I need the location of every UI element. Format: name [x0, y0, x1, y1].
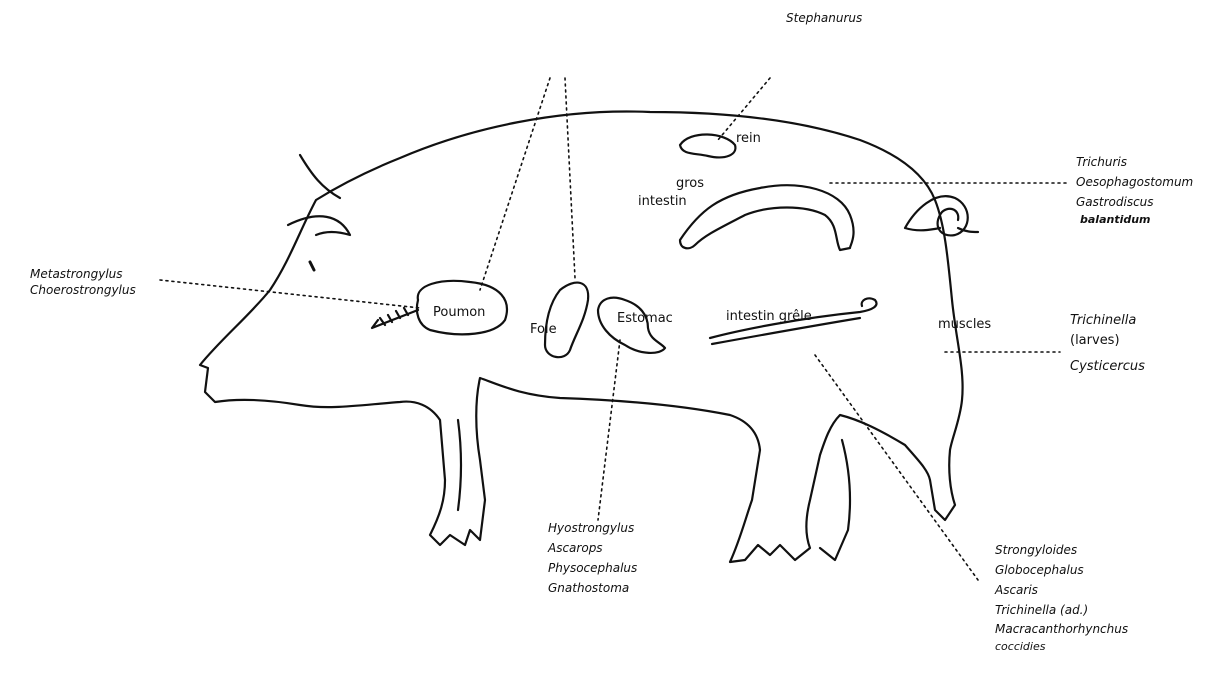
- organ-label-rein: rein: [736, 132, 761, 145]
- parasite-label: Oesophagostomum: [1076, 176, 1193, 188]
- ear-back: [300, 155, 340, 198]
- front-leg-line: [458, 420, 461, 510]
- parasite-label: Trichinella (ad.): [995, 604, 1088, 616]
- parasite-label: Gnathostoma: [548, 582, 629, 594]
- organ-label-intestin-grele: intestin grêle: [726, 310, 812, 323]
- parasite-label: coccidies: [995, 641, 1045, 652]
- leader-small-intestine: [815, 355, 978, 580]
- leader-liver-top: [565, 78, 575, 278]
- pig-eye: [310, 262, 314, 270]
- kidney-shape: [680, 134, 735, 157]
- leader-metastrongylus: [160, 280, 420, 308]
- hind-leg-line: [820, 440, 850, 560]
- parasite-label: Metastrongylus: [30, 268, 123, 280]
- liver-shape: [545, 283, 588, 358]
- organ-label-poumon: Poumon: [433, 306, 485, 319]
- ear-front: [288, 216, 350, 235]
- parasite-label: (larves): [1070, 334, 1120, 347]
- parasite-label: Ascarops: [548, 542, 603, 554]
- parasite-label: Physocephalus: [548, 562, 637, 574]
- leader-stomach: [598, 340, 620, 520]
- parasite-label: Choerostrongylus: [30, 284, 136, 296]
- parasite-label: Gastrodiscus: [1076, 196, 1154, 208]
- leader-lung-top: [480, 78, 550, 290]
- parasite-label: Strongyloides: [995, 544, 1077, 556]
- parasite-label: balantidum: [1080, 214, 1151, 225]
- organ-label-estomac: Estomac: [617, 312, 673, 325]
- parasite-label: Ascaris: [995, 584, 1038, 596]
- pig-tail: [905, 196, 978, 235]
- organ-label-gros: gros: [676, 177, 704, 190]
- leader-lines: [160, 78, 1068, 580]
- parasite-label: Trichuris: [1076, 156, 1127, 168]
- organ-label-intestin: intestin: [638, 195, 687, 208]
- organ-label-foie: Foie: [530, 323, 557, 336]
- parasite-label: Hyostrongylus: [548, 522, 634, 534]
- pig-body-outline: [200, 111, 963, 562]
- trachea: [372, 308, 418, 328]
- parasite-label: Globocephalus: [995, 564, 1084, 576]
- large-intestine-shape: [680, 185, 854, 250]
- organ-label-muscles: muscles: [938, 318, 991, 331]
- parasite-label: Trichinella: [1070, 314, 1136, 327]
- parasite-label: Cysticercus: [1070, 360, 1145, 373]
- parasite-label: Macracanthorhynchus: [995, 623, 1128, 635]
- parasite-label: Stephanurus: [786, 12, 862, 24]
